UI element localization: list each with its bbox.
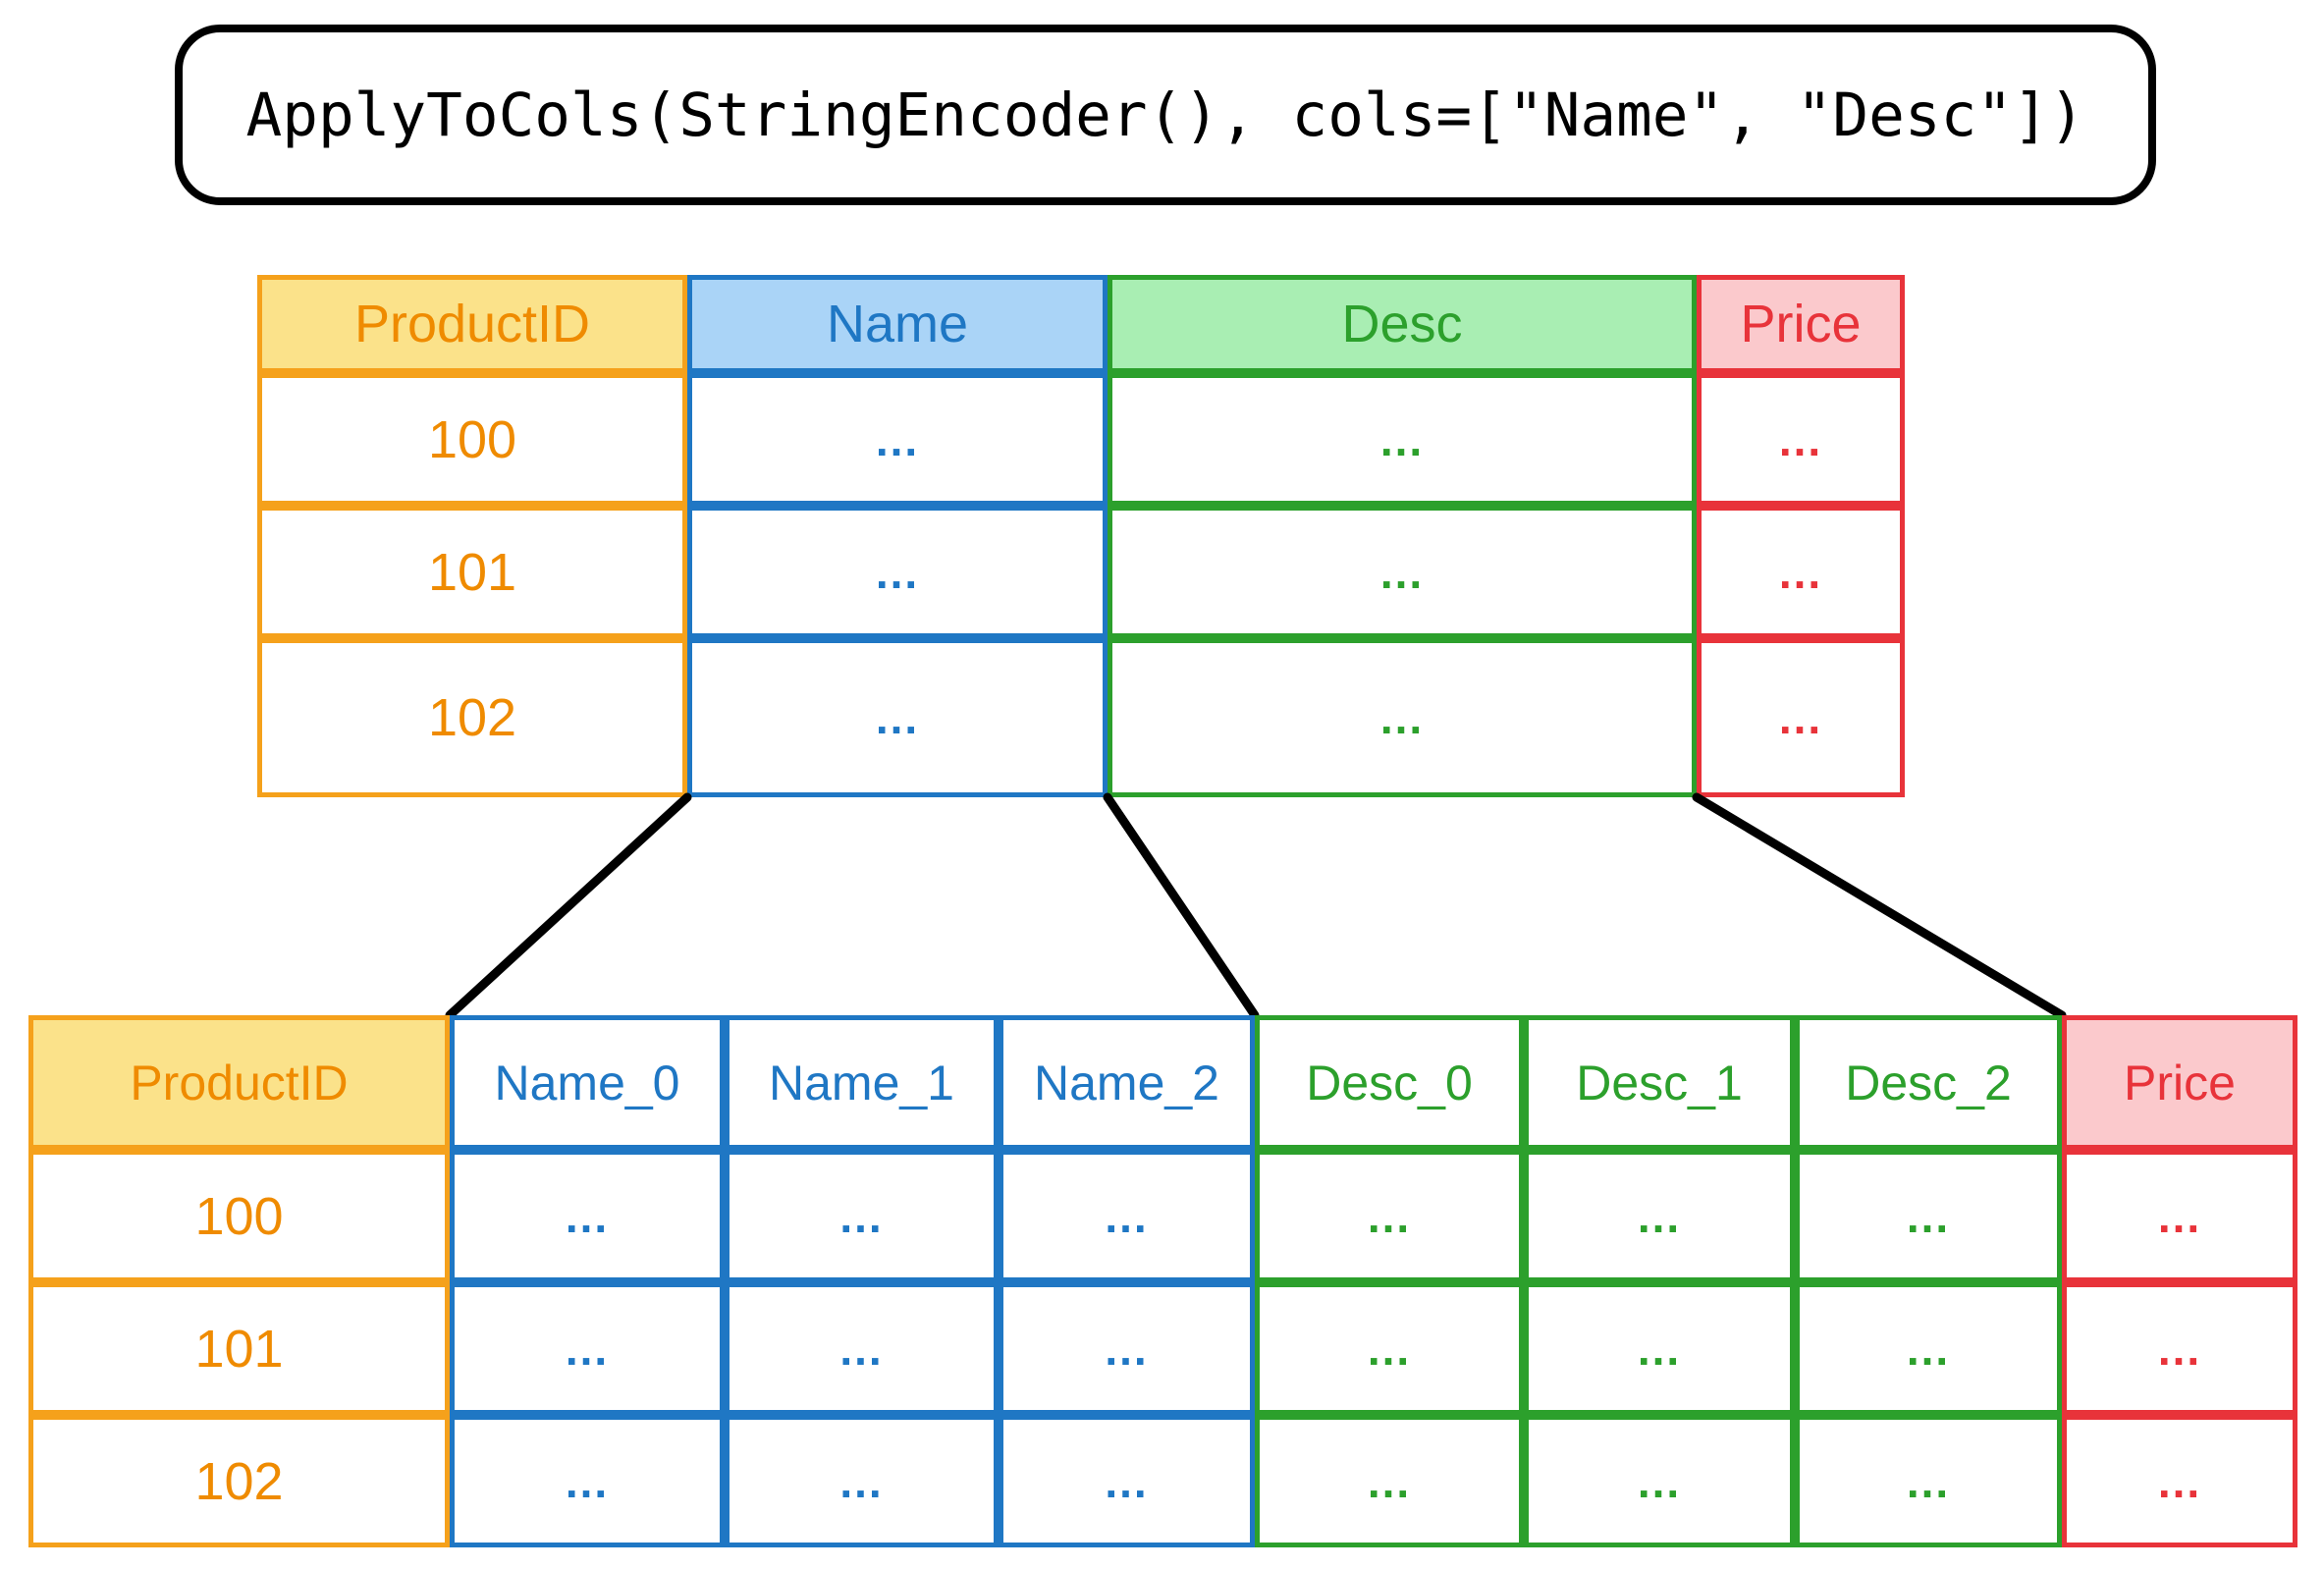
output-cell-desc-0: ... bbox=[1255, 1282, 1524, 1415]
input-cell-desc: ... bbox=[1108, 373, 1697, 506]
output-header-desc-2: Desc_2 bbox=[1795, 1015, 2062, 1150]
input-cell-productid: 100 bbox=[257, 373, 687, 506]
output-cell-name-1: ... bbox=[725, 1282, 999, 1415]
output-header-name-2: Name_2 bbox=[999, 1015, 1255, 1150]
input-cell-price: ... bbox=[1697, 373, 1905, 506]
input-header-name: Name bbox=[687, 275, 1108, 373]
output-cell-price: ... bbox=[2062, 1282, 2297, 1415]
input-cell-productid: 102 bbox=[257, 638, 687, 797]
output-cell-productid: 102 bbox=[28, 1415, 450, 1547]
connector-line-name bbox=[445, 792, 692, 1020]
output-cell-name-0: ... bbox=[450, 1282, 725, 1415]
output-cell-desc-1: ... bbox=[1524, 1150, 1795, 1282]
operation-title-text: ApplyToCols(StringEncoder(), cols=["Name… bbox=[245, 80, 2085, 150]
output-header-desc-1: Desc_1 bbox=[1524, 1015, 1795, 1150]
output-cell-desc-1: ... bbox=[1524, 1282, 1795, 1415]
output-header-price: Price bbox=[2062, 1015, 2297, 1150]
output-cell-desc-1: ... bbox=[1524, 1415, 1795, 1547]
input-cell-price: ... bbox=[1697, 638, 1905, 797]
output-cell-price: ... bbox=[2062, 1150, 2297, 1282]
input-cell-desc: ... bbox=[1108, 638, 1697, 797]
output-cell-name-1: ... bbox=[725, 1415, 999, 1547]
input-cell-desc: ... bbox=[1108, 506, 1697, 638]
output-cell-name-2: ... bbox=[999, 1282, 1255, 1415]
output-cell-name-1: ... bbox=[725, 1150, 999, 1282]
connector-line-desc bbox=[1103, 792, 1260, 1020]
output-cell-productid: 100 bbox=[28, 1150, 450, 1282]
input-cell-price: ... bbox=[1697, 506, 1905, 638]
output-cell-desc-2: ... bbox=[1795, 1150, 2062, 1282]
output-cell-desc-2: ... bbox=[1795, 1415, 2062, 1547]
output-cell-productid: 101 bbox=[28, 1282, 450, 1415]
output-header-name-0: Name_0 bbox=[450, 1015, 725, 1150]
output-header-name-1: Name_1 bbox=[725, 1015, 999, 1150]
input-header-price: Price bbox=[1697, 275, 1905, 373]
output-cell-name-0: ... bbox=[450, 1150, 725, 1282]
input-cell-productid: 101 bbox=[257, 506, 687, 638]
output-cell-name-0: ... bbox=[450, 1415, 725, 1547]
input-header-desc: Desc bbox=[1108, 275, 1697, 373]
output-cell-name-2: ... bbox=[999, 1150, 1255, 1282]
output-cell-price: ... bbox=[2062, 1415, 2297, 1547]
input-cell-name: ... bbox=[687, 373, 1108, 506]
output-cell-desc-2: ... bbox=[1795, 1282, 2062, 1415]
output-header-desc-0: Desc_0 bbox=[1255, 1015, 1524, 1150]
output-cell-desc-0: ... bbox=[1255, 1150, 1524, 1282]
output-cell-desc-0: ... bbox=[1255, 1415, 1524, 1547]
operation-title-box: ApplyToCols(StringEncoder(), cols=["Name… bbox=[175, 25, 2156, 205]
input-cell-name: ... bbox=[687, 506, 1108, 638]
input-cell-name: ... bbox=[687, 638, 1108, 797]
input-header-productid: ProductID bbox=[257, 275, 687, 373]
output-header-productid: ProductID bbox=[28, 1015, 450, 1150]
connector-line-price bbox=[1692, 792, 2067, 1020]
output-cell-name-2: ... bbox=[999, 1415, 1255, 1547]
